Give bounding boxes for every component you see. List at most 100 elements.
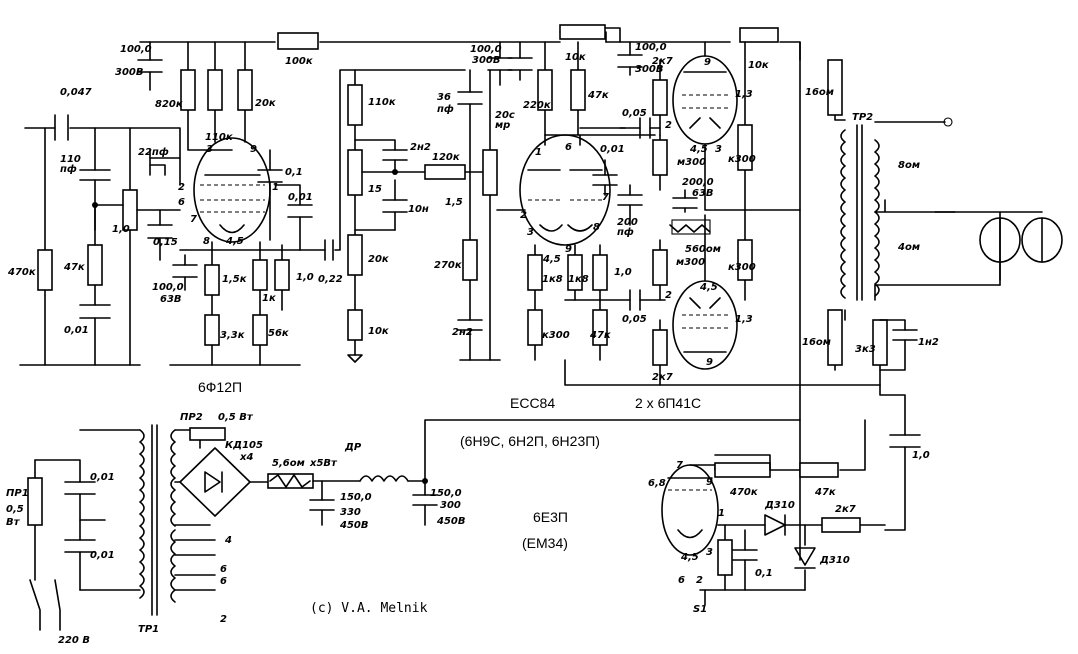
svg-text:450В: 450В (339, 520, 369, 531)
svg-text:м300: м300 (676, 257, 705, 268)
svg-text:110: 110 (60, 154, 81, 165)
svg-text:3: 3 (706, 547, 713, 558)
svg-text:10н: 10н (408, 204, 429, 215)
svg-text:220 В: 220 В (58, 635, 90, 646)
svg-text:ПР1: ПР1 (6, 488, 29, 499)
svg-text:6,8: 6,8 (648, 478, 666, 489)
svg-text:пф: пф (437, 103, 454, 115)
indicator-network: 470к 47к Д310 2к7 Д310 0,1 S1 (689, 419, 886, 615)
svg-text:Д310: Д310 (764, 500, 795, 511)
svg-text:220к: 220к (523, 100, 551, 111)
svg-text:2: 2 (696, 575, 703, 586)
svg-text:0,05: 0,05 (622, 108, 647, 119)
svg-text:3: 3 (715, 144, 722, 155)
svg-text:100к: 100к (285, 56, 313, 67)
svg-text:100,0: 100,0 (152, 282, 184, 293)
svg-text:110к: 110к (368, 97, 396, 108)
svg-text:м300: м300 (677, 157, 706, 168)
svg-text:2к7: 2к7 (652, 56, 673, 67)
resistor-10k-top: 10к (739, 27, 779, 71)
v2-double-triode-tube: 1 6 2 7 3 8 4,5 9 (519, 134, 611, 265)
svg-text:15: 15 (368, 184, 382, 195)
pot-10k: 10к (559, 24, 606, 63)
indicator-tube-label: 6Е3П (533, 509, 568, 525)
svg-text:0,047: 0,047 (60, 87, 92, 98)
copyright-label: (c) V.A. Melnik (310, 601, 428, 616)
v1-cathode-network: 1,5к 3,3к 100,0 63В 1к 56к 1,0 (152, 241, 314, 366)
svg-text:47к: 47к (814, 487, 836, 498)
svg-text:8ом: 8ом (898, 160, 920, 171)
svg-text:9: 9 (706, 477, 713, 488)
svg-text:4,5: 4,5 (542, 254, 561, 265)
svg-text:0,5: 0,5 (6, 504, 24, 515)
svg-text:470к: 470к (7, 267, 36, 278)
svg-text:1: 1 (535, 147, 542, 158)
svg-text:4ом: 4ом (897, 242, 920, 253)
svg-text:63В: 63В (160, 294, 182, 305)
svg-text:0,15: 0,15 (153, 237, 178, 248)
svg-text:20к: 20к (368, 254, 389, 265)
svg-text:9: 9 (565, 244, 572, 255)
svg-text:9: 9 (706, 357, 713, 368)
svg-text:100,0: 100,0 (635, 42, 667, 53)
svg-text:2н2: 2н2 (410, 142, 431, 153)
svg-text:330: 330 (340, 507, 361, 518)
svg-text:2: 2 (178, 182, 185, 193)
svg-text:2: 2 (520, 210, 527, 221)
svg-text:к300: к300 (542, 330, 570, 341)
svg-text:ТР1: ТР1 (138, 624, 159, 635)
svg-text:6: 6 (678, 575, 685, 586)
svg-text:2к7: 2к7 (652, 372, 673, 383)
svg-text:мр: мр (495, 120, 510, 131)
svg-text:1,5к: 1,5к (222, 274, 247, 285)
svg-text:0,1: 0,1 (285, 167, 303, 178)
svg-text:22пф: 22пф (138, 146, 169, 158)
power-supply: ПР1 0,5 Вт 0,01 0,01 220 В ТР1 ПР2 0,5 В… (6, 412, 254, 646)
svg-text:9: 9 (704, 57, 711, 68)
svg-text:0,01: 0,01 (90, 472, 115, 483)
v2-tube-label: ECC84 (510, 395, 555, 411)
svg-text:100,0: 100,0 (470, 44, 502, 55)
v2-cathode-network: 1к8 к300 1к8 1,0 47к 0,05 (527, 244, 881, 386)
svg-text:1,5: 1,5 (445, 197, 463, 208)
svg-text:200: 200 (617, 217, 638, 228)
svg-text:пф: пф (617, 226, 634, 238)
diode-bridge-icon: КД105 х4 (174, 440, 269, 517)
svg-text:16ом: 16ом (802, 337, 831, 348)
svg-text:4,5: 4,5 (699, 282, 718, 293)
svg-text:300: 300 (440, 500, 461, 511)
svg-text:ПР2: ПР2 (180, 412, 203, 423)
svg-text:1: 1 (272, 182, 279, 193)
svg-text:4: 4 (224, 535, 232, 546)
svg-text:0,01: 0,01 (64, 325, 89, 336)
svg-text:1,0: 1,0 (912, 450, 930, 461)
svg-text:10к: 10к (565, 52, 586, 63)
svg-text:6: 6 (178, 197, 185, 208)
svg-text:5,6ом: 5,6ом (272, 458, 305, 469)
svg-text:1,0: 1,0 (614, 267, 632, 278)
svg-text:10к: 10к (748, 60, 769, 71)
resistor-100k: 100к (277, 32, 319, 67)
svg-text:х4: х4 (239, 452, 253, 463)
output-stage-network: 2к7 100,0 300В 0,05 м300 200,0 63В 560ом… (617, 41, 801, 386)
svg-text:560ом: 560ом (685, 244, 721, 255)
svg-text:0,1: 0,1 (755, 568, 773, 579)
svg-text:1,0: 1,0 (296, 272, 314, 283)
v3-tube-label: 2 x 6П41С (635, 395, 701, 411)
svg-text:56к: 56к (268, 328, 289, 339)
svg-text:0,01: 0,01 (288, 192, 313, 203)
svg-text:8: 8 (593, 222, 600, 233)
svg-text:450В: 450В (436, 516, 466, 527)
svg-text:ТР2: ТР2 (852, 112, 873, 123)
svg-text:1к: 1к (262, 293, 276, 304)
svg-text:4,5: 4,5 (689, 144, 708, 155)
svg-text:3к3: 3к3 (855, 344, 876, 355)
svg-text:150,0: 150,0 (430, 488, 462, 499)
svg-text:Вт: Вт (6, 517, 21, 528)
speaker-icon (979, 211, 1063, 286)
svg-text:47к: 47к (587, 90, 609, 101)
svg-text:1к8: 1к8 (568, 274, 589, 285)
svg-text:20с: 20с (495, 110, 515, 121)
v2-grid-network: 36 пф 270к 2н2 1,5 20с мр 100,0 300В (434, 41, 533, 361)
